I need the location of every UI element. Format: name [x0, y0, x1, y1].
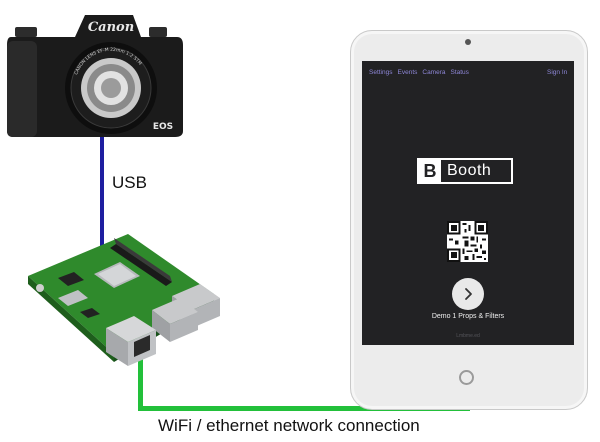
event-name-label: Demo 1 Props & Filters [362, 313, 574, 320]
usb-label: USB [112, 173, 147, 193]
next-button[interactable] [452, 278, 484, 310]
raspberry-pi-board-icon [22, 228, 232, 370]
qr-code-icon [447, 221, 488, 262]
sign-in-link[interactable]: Sign In [547, 69, 567, 76]
booth-logo-letter: B [419, 160, 441, 182]
nav-camera[interactable]: Camera [422, 69, 445, 76]
booth-logo: B Booth [417, 158, 513, 184]
chevron-right-icon [461, 287, 475, 301]
nav-events[interactable]: Events [398, 69, 418, 76]
tablet-nav: Settings Events Camera Status [369, 69, 474, 76]
tablet-camera-icon [465, 39, 471, 45]
home-button[interactable] [459, 370, 474, 385]
camera-model: EOS [153, 122, 173, 132]
camera-brand: Canon [88, 20, 134, 35]
nav-settings[interactable]: Settings [369, 69, 393, 76]
nav-status[interactable]: Status [451, 69, 469, 76]
network-connection-label: WiFi / ethernet network connection [158, 416, 420, 436]
booth-logo-text: Booth [447, 162, 491, 180]
camera-icon: Canon CANON LENS EF-M 22mm 1:2 STM EOS [5, 5, 185, 138]
footer-label: Lmbme.ed [362, 333, 574, 339]
